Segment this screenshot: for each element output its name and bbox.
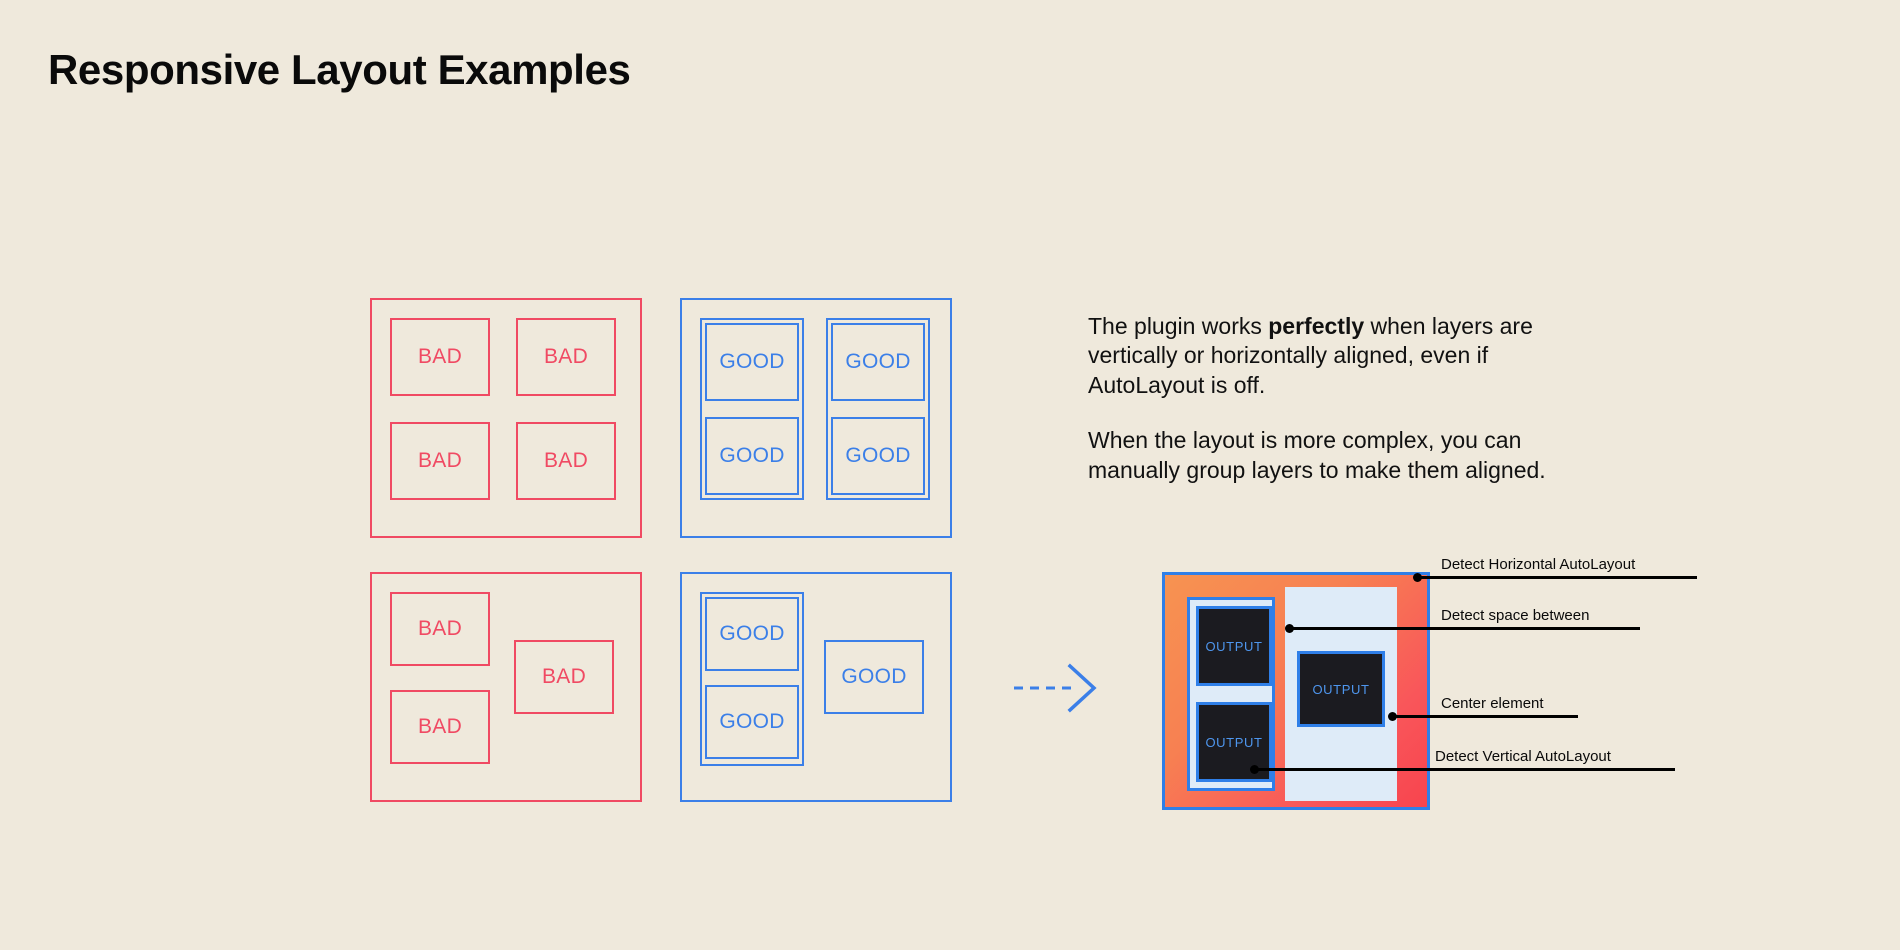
cell-good: GOOD [705, 597, 799, 671]
cell-good: GOOD [831, 323, 925, 401]
cell-good: GOOD [705, 323, 799, 401]
annotation-dot [1250, 765, 1259, 774]
annotation-leader-line [1255, 768, 1675, 771]
annotation-label: Detect Horizontal AutoLayout [1441, 556, 1636, 573]
cell-label: BAD [543, 449, 589, 472]
panel-frame [370, 298, 642, 538]
cell-label: BAD [541, 665, 587, 688]
layer-group-right: GOOD GOOD [826, 318, 930, 500]
cell-label: BAD [417, 345, 463, 368]
annotation-label: Center element [1441, 695, 1544, 712]
annotation-dot [1388, 712, 1397, 721]
cell-label: GOOD [845, 444, 911, 467]
desc-p1-part-c: when layers are vertically or horizontal… [1088, 313, 1533, 398]
transform-arrow-icon [1012, 660, 1100, 716]
output-box-label: OUTPUT [1205, 734, 1263, 750]
example-panel-good-grid: GOOD GOOD GOOD GOOD [680, 298, 952, 538]
cell-label: GOOD [841, 665, 907, 688]
cell-bad: BAD [390, 422, 490, 500]
cell-bad: BAD [516, 422, 616, 500]
example-panel-good-mixed: GOOD GOOD GOOD [680, 572, 952, 802]
layer-group-left: GOOD GOOD [700, 592, 804, 766]
annotation-leader-line [1393, 715, 1578, 718]
cell-bad: BAD [390, 592, 490, 666]
cell-label: GOOD [719, 444, 785, 467]
output-box-label: OUTPUT [1205, 638, 1263, 654]
desc-p1-emphasis: perfectly [1268, 313, 1365, 339]
cell-label: BAD [417, 449, 463, 472]
panel-frame [680, 572, 952, 802]
cell-label: GOOD [719, 350, 785, 373]
annotation-leader-line [1417, 576, 1697, 579]
annotation-leader-line [1290, 627, 1640, 630]
output-diagram: OUTPUT OUTPUT OUTPUT [1162, 572, 1430, 810]
cell-label: BAD [417, 715, 463, 738]
description-paragraph-2: When the layout is more complex, you can… [1088, 427, 1546, 483]
annotation-label: Detect Vertical AutoLayout [1435, 748, 1611, 765]
example-panel-bad-mixed: BAD BAD BAD [370, 572, 642, 802]
layer-group-left: GOOD GOOD [700, 318, 804, 500]
cell-bad: BAD [390, 690, 490, 764]
panel-frame [680, 298, 952, 538]
cell-label: GOOD [845, 350, 911, 373]
output-box: OUTPUT [1297, 651, 1385, 727]
cell-label: GOOD [719, 622, 785, 645]
cell-good: GOOD [705, 685, 799, 759]
page-title: Responsive Layout Examples [48, 46, 631, 93]
cell-label: BAD [417, 617, 463, 640]
output-box: OUTPUT [1196, 606, 1272, 686]
annotation-label: Detect space between [1441, 607, 1590, 624]
description-text: The plugin works perfectly when layers a… [1088, 312, 1558, 485]
output-box-label: OUTPUT [1312, 681, 1370, 697]
cell-bad: BAD [390, 318, 490, 396]
output-right-panel: OUTPUT [1285, 587, 1397, 801]
cell-bad: BAD [514, 640, 614, 714]
desc-p1-part-a: The plugin works [1088, 313, 1269, 339]
cell-label: GOOD [719, 710, 785, 733]
cell-good: GOOD [831, 417, 925, 495]
annotation-dot [1285, 624, 1294, 633]
panel-frame [370, 572, 642, 802]
cell-good: GOOD [705, 417, 799, 495]
output-left-group: OUTPUT OUTPUT [1187, 597, 1275, 791]
description-paragraph-1: The plugin works perfectly when layers a… [1088, 312, 1558, 400]
example-panel-bad-grid: BAD BAD BAD BAD [370, 298, 642, 538]
cell-bad: BAD [516, 318, 616, 396]
cell-label: BAD [543, 345, 589, 368]
cell-good-standalone: GOOD [824, 640, 924, 714]
